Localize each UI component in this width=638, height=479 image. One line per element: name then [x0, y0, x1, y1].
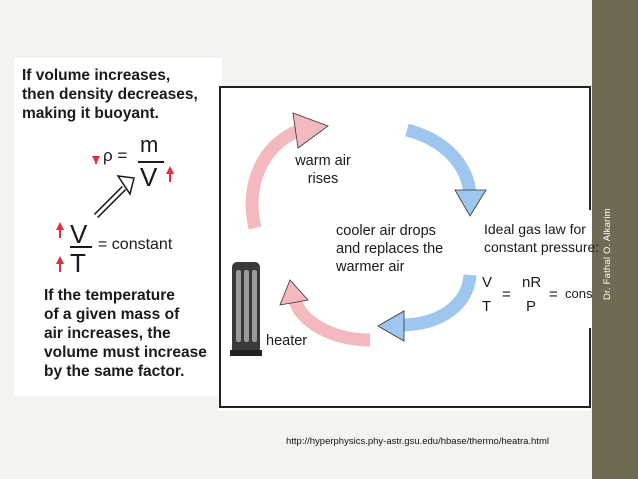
cooler-air-label: cooler air drops and replaces the warmer…	[336, 223, 444, 275]
ratio-rhs: = constant	[98, 236, 173, 253]
density-denominator: V	[140, 162, 158, 192]
density-lhs: ρ =	[103, 146, 128, 165]
warm-arrow-bottom-body	[288, 297, 371, 347]
buoyancy-text: If volume increases, then density decrea…	[22, 67, 198, 122]
ideal-gas-panel	[480, 210, 592, 328]
heater-icon	[230, 262, 262, 356]
warm-arrow-head	[292, 112, 329, 149]
cool-arrow-bottom-head	[377, 310, 405, 342]
heater-label: heater	[266, 333, 308, 349]
t-ratio-up-arrow	[56, 256, 64, 264]
cool-arrow-top-head	[454, 189, 487, 217]
ideal-gas-p: P	[526, 298, 537, 315]
cool-arrow-bottom-body	[399, 274, 477, 332]
ideal-gas-t: T	[482, 298, 492, 315]
ideal-gas-title: Ideal gas law for constant pressure:	[484, 221, 600, 255]
cool-arrow-top-body	[405, 123, 477, 196]
ratio-denominator: T	[70, 248, 86, 278]
warm-arrow-bottom-head	[279, 279, 309, 306]
density-numerator: m	[140, 132, 159, 157]
warm-air-label: warm air rises	[295, 153, 351, 187]
temperature-text: If the temperature of a given mass of ai…	[44, 287, 207, 380]
ideal-gas-eq2: =	[549, 286, 558, 303]
connector-arrow-icon	[93, 175, 135, 219]
ratio-numerator: V	[70, 219, 88, 249]
warm-arrow-body	[245, 123, 303, 230]
sidebar-bar	[592, 0, 638, 479]
ideal-gas-constant: constant	[565, 286, 592, 301]
v-ratio-up-arrow	[56, 222, 64, 230]
ideal-gas-nr: nR	[522, 274, 542, 291]
source-url: http://hyperphysics.phy-astr.gsu.edu/hba…	[286, 436, 549, 447]
ideal-gas-eq1: =	[502, 286, 511, 303]
ideal-gas-v: V	[482, 274, 493, 291]
left-figure-bg	[14, 58, 222, 396]
v-up-arrow	[166, 166, 174, 174]
